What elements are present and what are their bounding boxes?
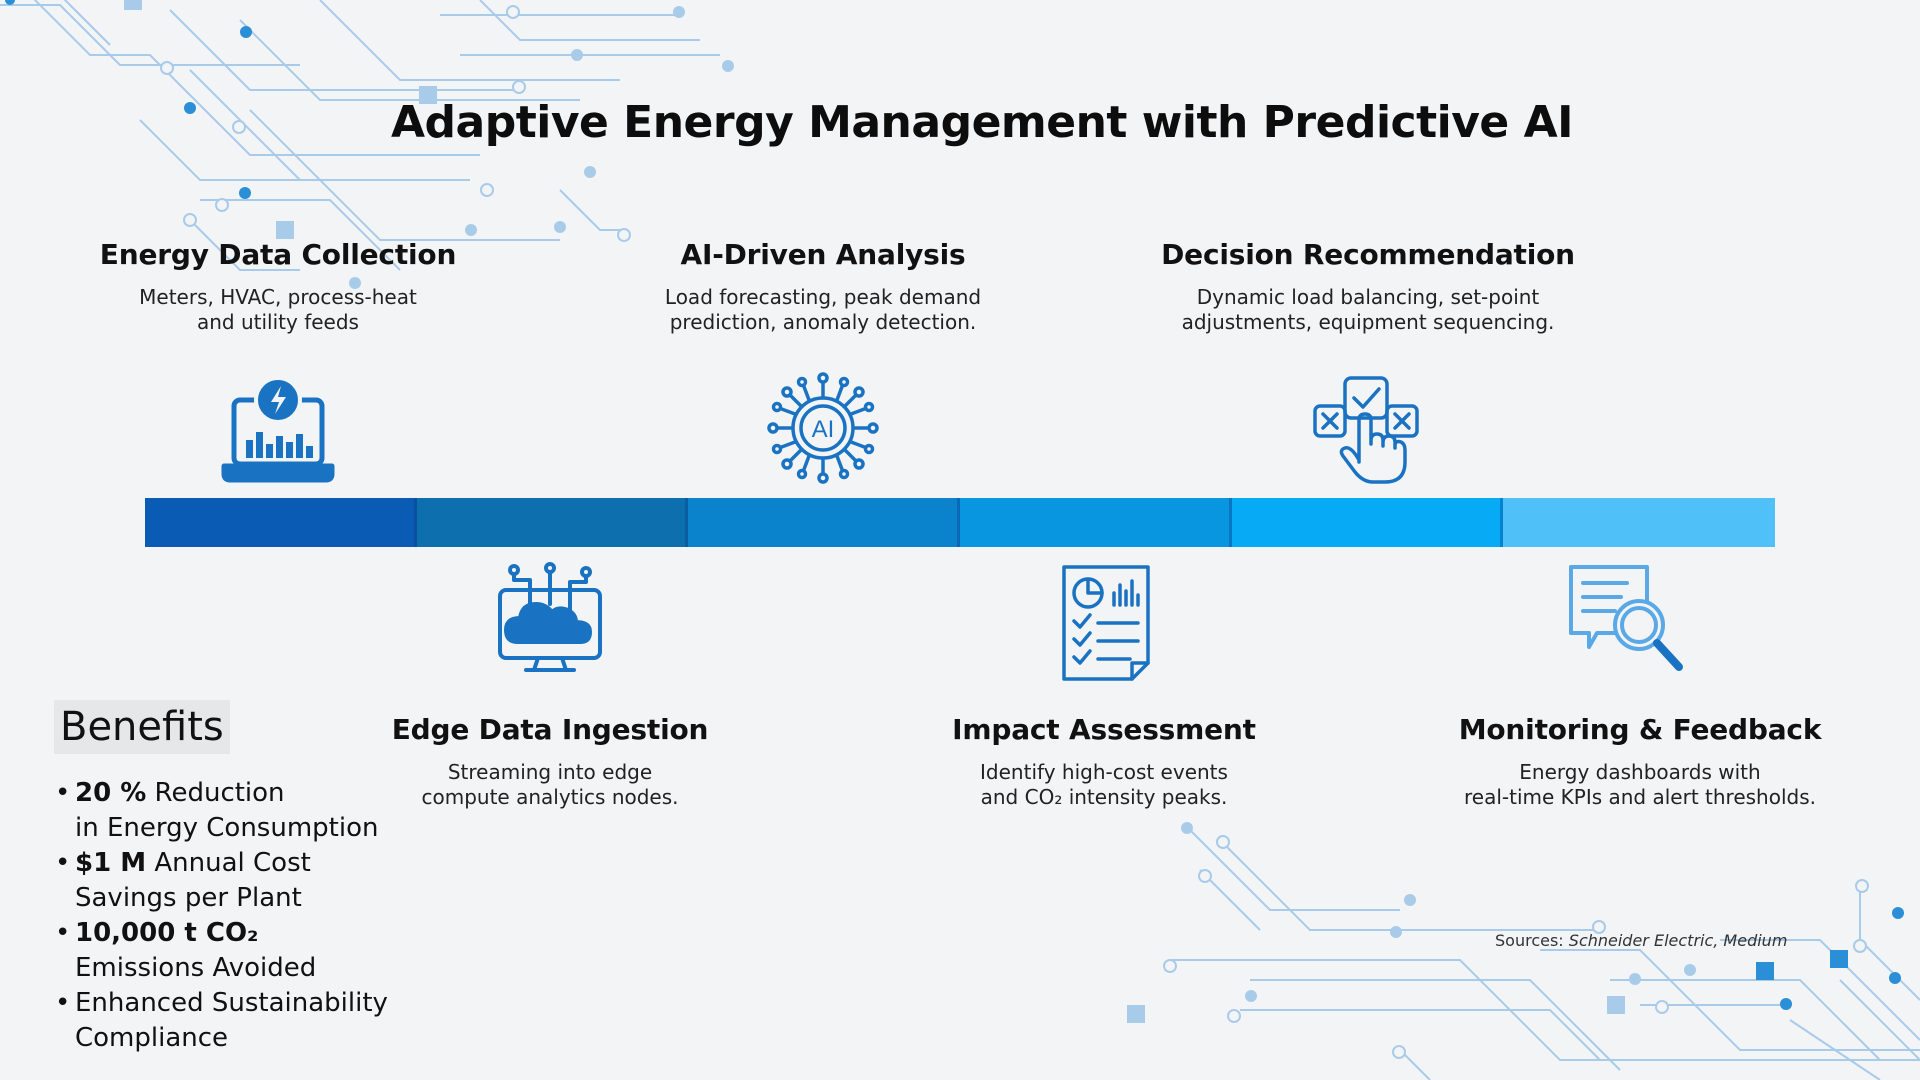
step-description-line: Streaming into edge [447, 760, 653, 784]
step-title: Impact Assessment [952, 713, 1256, 746]
step-description-line: Energy dashboards with [1519, 760, 1761, 784]
benefit-text: Savings per Plant [75, 883, 302, 913]
step-title: Edge Data Ingestion [391, 713, 709, 746]
step-title: AI-Driven Analysis [680, 238, 966, 271]
step-description-line: adjustments, equipment sequencing. [1181, 310, 1555, 334]
step-description-line: and CO₂ intensity peaks. [980, 785, 1228, 809]
step-description-line: Dynamic load balancing, set-point [1196, 285, 1540, 309]
step-description: Energy dashboards with real-time KPIs an… [1405, 760, 1875, 810]
svg-text:AI: AI [812, 416, 835, 443]
timeline-segment-4 [960, 498, 1232, 547]
timeline-segment-1 [145, 498, 417, 547]
hand-select-check-icon [1307, 370, 1427, 490]
sources-credit: Sources: Schneider Electric, Medium [1495, 931, 1787, 950]
report-checklist-icon [1044, 563, 1164, 683]
step-description: Streaming into edge compute analytics no… [315, 760, 785, 810]
benefit-text: Compliance [75, 1023, 229, 1053]
step-decision-recommendation: Decision Recommendation Dynamic load bal… [1133, 238, 1603, 335]
benefit-highlight: 20 % [75, 778, 147, 808]
step-description-line: Load forecasting, peak demand [664, 285, 982, 309]
step-description-line: compute analytics nodes. [421, 785, 679, 809]
timeline-segment-5 [1231, 498, 1504, 547]
benefit-item: 10,000 t CO₂ Emissions Avoided [55, 916, 388, 986]
step-description: Dynamic load balancing, set-point adjust… [1133, 285, 1603, 335]
timeline-segment-6 [1503, 498, 1776, 547]
step-description: Load forecasting, peak demand prediction… [588, 285, 1058, 335]
timeline-segment-3 [688, 498, 961, 547]
step-title: Energy Data Collection [99, 238, 457, 271]
step-monitoring-feedback: Monitoring & Feedback Energy dashboards … [1405, 713, 1875, 810]
document-magnifier-icon [1567, 563, 1687, 683]
step-edge-data-ingestion: Edge Data Ingestion Streaming into edge … [315, 713, 785, 810]
laptop-energy-chart-icon [218, 370, 338, 490]
sources-text: Schneider Electric, Medium [1568, 931, 1788, 950]
step-description-line: Meters, HVAC, process-heat [139, 285, 417, 309]
step-ai-driven-analysis: AI-Driven Analysis Load forecasting, pea… [588, 238, 1058, 335]
step-energy-data-collection: Energy Data Collection Meters, HVAC, pro… [43, 238, 513, 335]
benefit-text: Annual Cost [146, 848, 311, 878]
ai-chip-icon: AI [763, 368, 883, 488]
benefits-list: 20 % Reduction in Energy Consumption $1 … [55, 776, 388, 1056]
step-title: Monitoring & Feedback [1458, 713, 1822, 746]
benefit-text: Reduction [146, 778, 285, 808]
benefit-highlight: 10,000 t CO₂ [75, 918, 259, 948]
step-description: Meters, HVAC, process-heat and utility f… [43, 285, 513, 335]
benefits-heading: Benefits [54, 700, 230, 754]
page-title: Adaptive Energy Management with Predicti… [390, 97, 1574, 148]
step-description-line: and utility feeds [197, 310, 359, 334]
step-description: Identify high-cost events and CO₂ intens… [869, 760, 1339, 810]
step-title: Decision Recommendation [1161, 238, 1575, 271]
benefit-text: Enhanced Sustainability [75, 988, 388, 1018]
step-description-line: prediction, anomaly detection. [669, 310, 977, 334]
benefit-item: 20 % Reduction in Energy Consumption [55, 776, 388, 846]
process-timeline-bar [145, 498, 1776, 547]
benefit-item: $1 M Annual Cost Savings per Plant [55, 846, 388, 916]
benefit-text: in Energy Consumption [75, 813, 379, 843]
step-description-line: real-time KPIs and alert thresholds. [1463, 785, 1816, 809]
benefit-highlight: $1 M [75, 848, 147, 878]
step-impact-assessment: Impact Assessment Identify high-cost eve… [869, 713, 1339, 810]
sources-label: Sources: [1495, 931, 1564, 950]
benefit-text: Emissions Avoided [75, 953, 317, 983]
timeline-segment-2 [416, 498, 689, 547]
benefit-item: Enhanced Sustainability Compliance [55, 986, 388, 1056]
cloud-monitor-icon [490, 560, 610, 680]
step-description-line: Identify high-cost events [980, 760, 1228, 784]
